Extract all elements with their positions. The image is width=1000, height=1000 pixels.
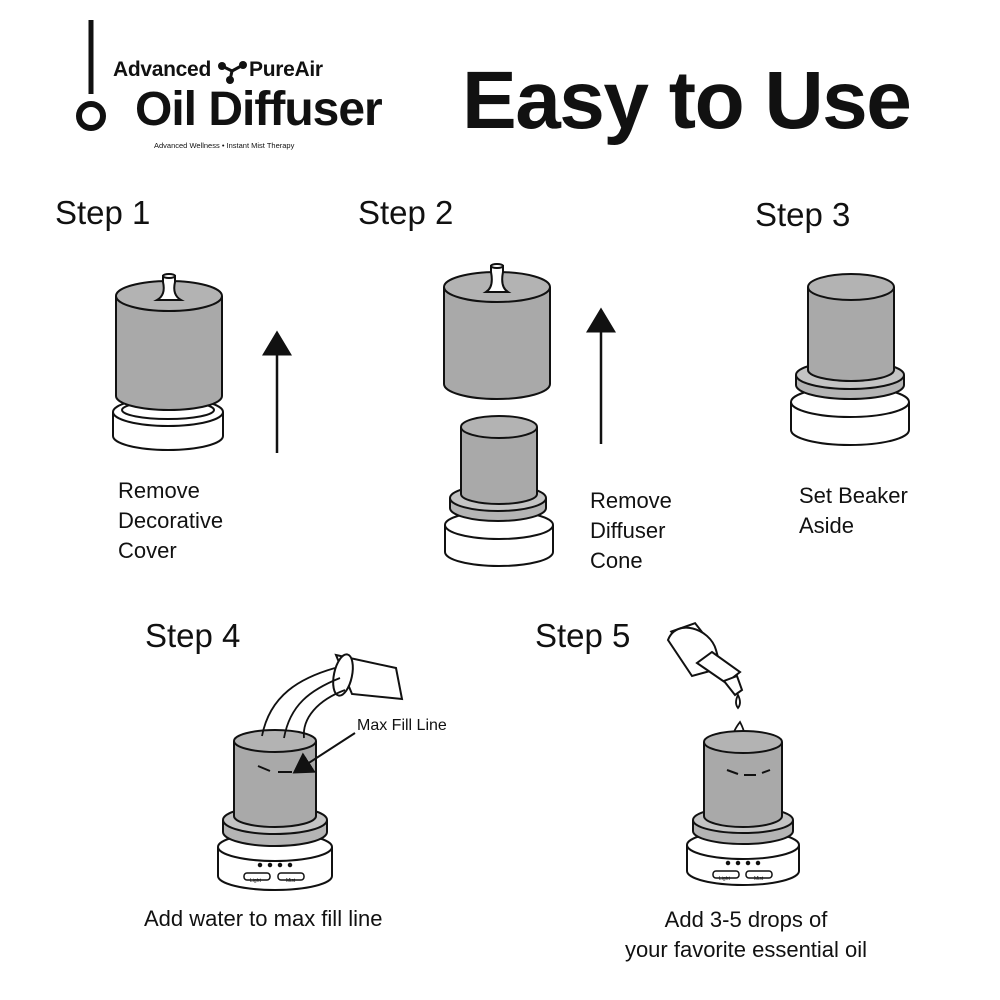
step1-caption: Remove Decorative Cover (118, 476, 223, 566)
step3-title: Step 3 (755, 196, 851, 233)
step4-diffuser (217, 729, 333, 891)
step5-caption-line: your favorite essential oil (624, 937, 868, 962)
step5-mist-label: Mist (754, 876, 764, 882)
step4-mist-label: Mist (286, 878, 296, 884)
step4-caption-line: Add water to max fill line (144, 906, 383, 931)
step2-caption-line: Diffuser (590, 518, 666, 543)
step4-base-buttons (243, 862, 305, 881)
max-fill-line-label: Max Fill Line (357, 717, 447, 734)
brand-tagline: Advanced Wellness • Instant Mist Therapy (154, 141, 295, 150)
step2-diffuser-cone (444, 415, 554, 567)
step3-caption-line: Aside (799, 513, 855, 538)
step5-light-label: Light (719, 876, 730, 882)
step4-water-stream (261, 667, 346, 739)
step1-diffuser-with-cover (112, 273, 224, 451)
step3-diffuser-beaker (790, 273, 910, 446)
step4-pouring-cup (332, 653, 404, 701)
logo-molecule-icon (218, 61, 247, 84)
step4-light-label: Light (250, 878, 261, 884)
step1-caption-line: Cover (118, 538, 177, 563)
step5-oil-bottle (666, 621, 744, 697)
step2-caption: Remove Diffuser Cone (590, 486, 672, 576)
step1-caption-line: Decorative (118, 508, 224, 533)
step2-lifted-cover (443, 263, 551, 400)
step5-diffuser (686, 730, 800, 886)
step4-caption: Add water to max fill line (144, 904, 382, 934)
max-fill-pointer-arrow (292, 732, 356, 774)
step5-title: Step 5 (535, 617, 631, 654)
step3-caption-line: Set Beaker (799, 483, 908, 508)
step3-caption: Set Beaker Aside (799, 481, 908, 541)
product-name: Oil Diffuser (135, 83, 383, 136)
logo-drop-icon (76, 20, 106, 131)
page-headline: Easy to Use (462, 55, 912, 146)
brand-name-part2: PureAir (249, 58, 323, 81)
step2-caption-line: Cone (590, 548, 643, 573)
step1-title: Step 1 (55, 194, 151, 231)
step4-title: Step 4 (145, 617, 241, 654)
step2-title: Step 2 (358, 194, 454, 231)
step2-caption-line: Remove (590, 488, 672, 513)
step5-caption: Add 3-5 drops of your favorite essential… (586, 905, 906, 965)
step5-base-buttons (712, 860, 773, 879)
brand-name-part1: Advanced (113, 58, 211, 81)
step1-caption-line: Remove (118, 478, 200, 503)
step5-caption-line: Add 3-5 drops of (664, 907, 828, 932)
